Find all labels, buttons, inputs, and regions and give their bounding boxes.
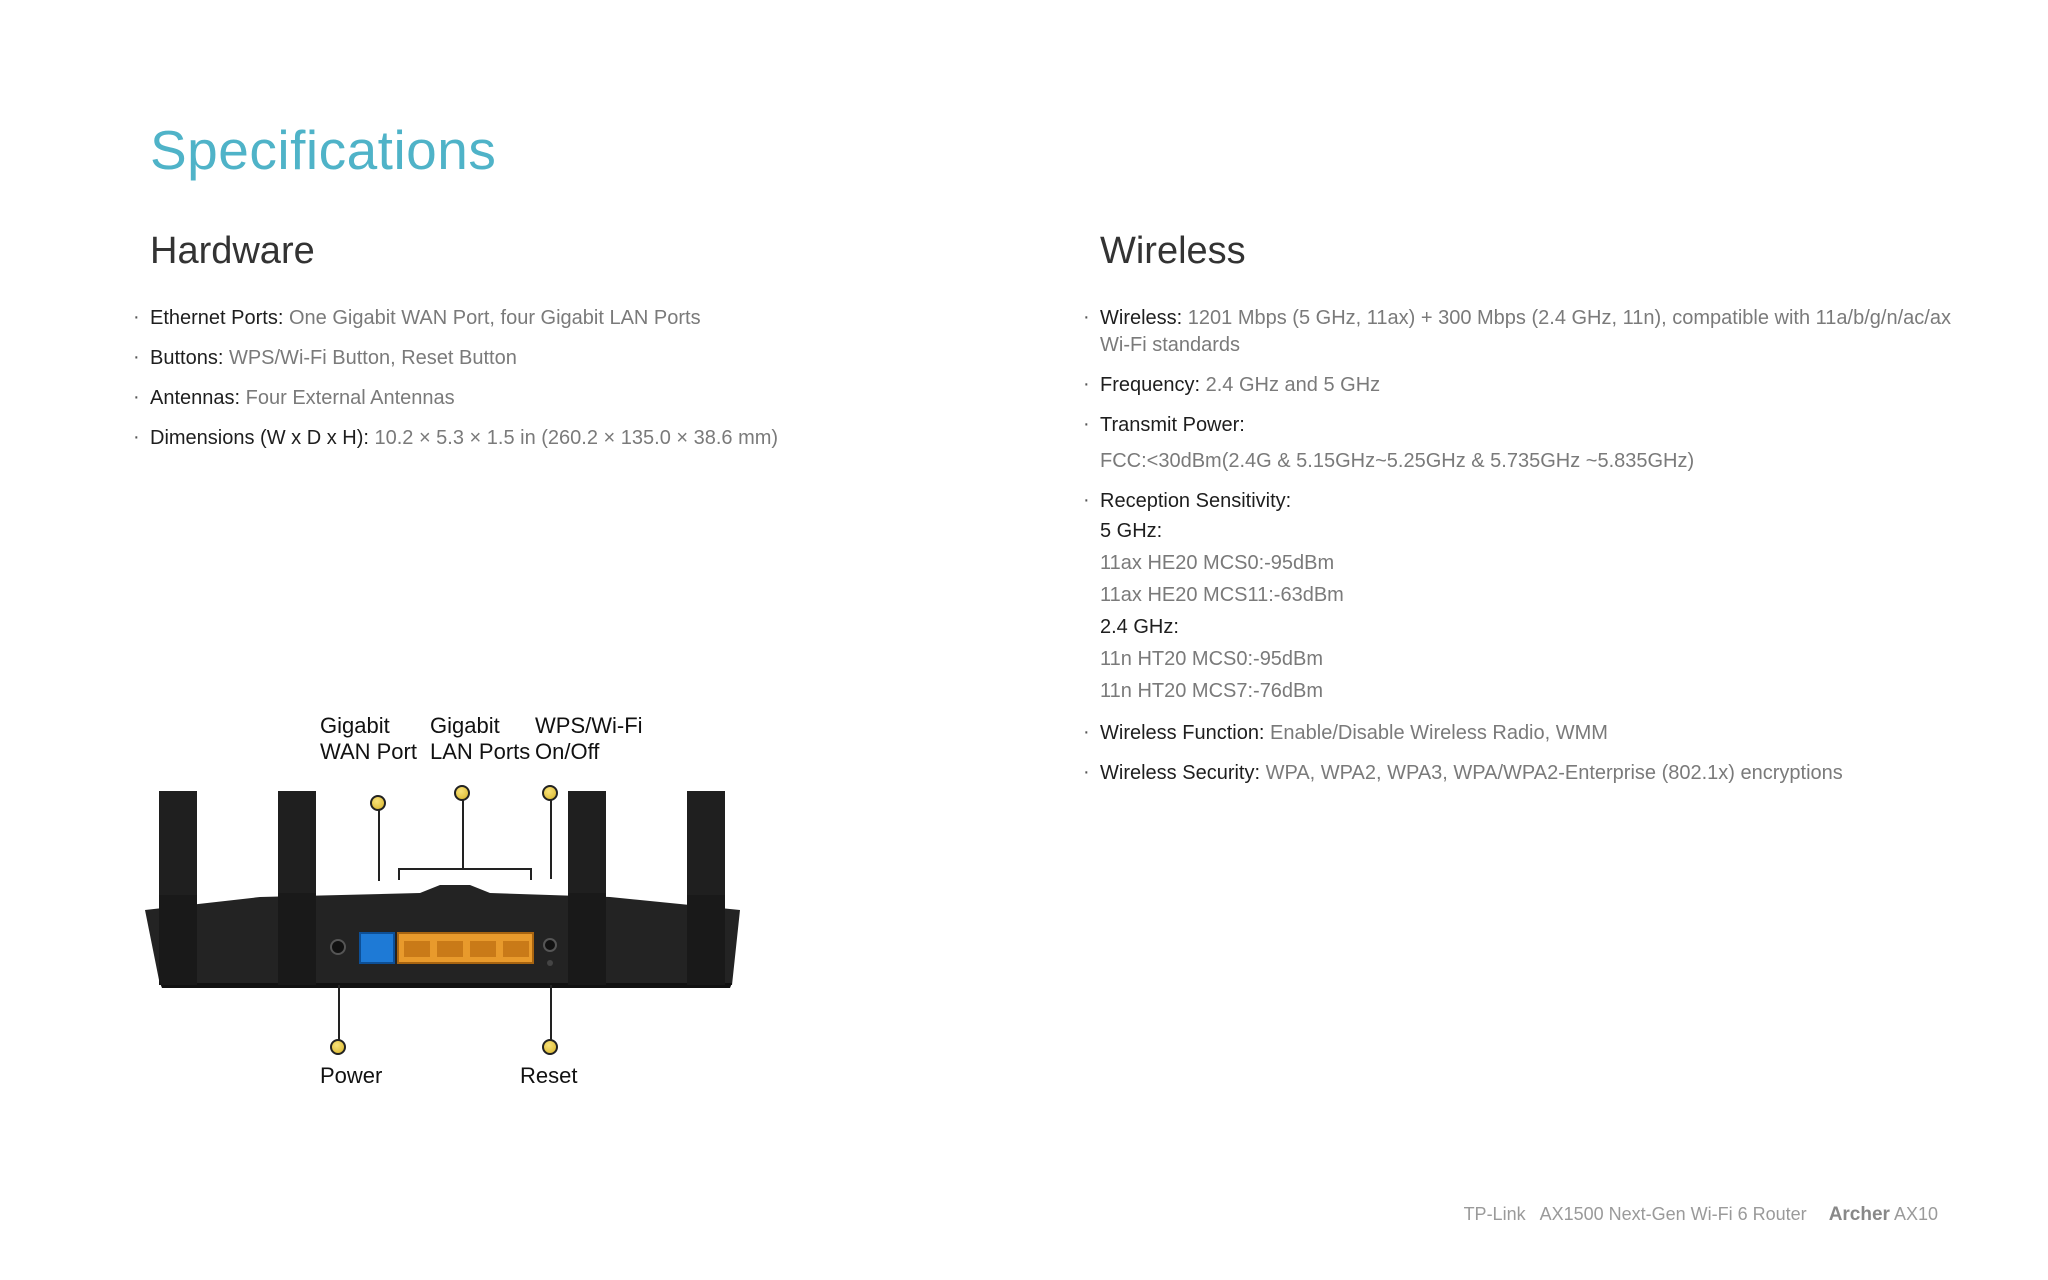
- spec-value: 10.2 × 5.3 × 1.5 in (260.2 × 135.0 × 38.…: [368, 427, 779, 449]
- wan-port: [359, 932, 395, 964]
- spec-ethernet-ports: Ethernet Ports: One Gigabit WAN Port, fo…: [133, 304, 1010, 332]
- wireless-section: Wireless Wireless: 1201 Mbps (5 GHz, 11a…: [1083, 230, 1960, 800]
- spec-value: Enable/Disable Wireless Radio, WMM: [1264, 722, 1608, 744]
- wireless-heading: Wireless: [1100, 230, 1246, 272]
- reset-marker: [542, 1039, 558, 1055]
- spec-value: Four External Antennas: [240, 387, 455, 409]
- spec-label: Wireless Function:: [1100, 722, 1265, 744]
- spec-value: 2.4 GHz and 5 GHz: [1200, 374, 1381, 396]
- footer-company: TP-Link: [1463, 1204, 1526, 1224]
- spec-label: Ethernet Ports:: [150, 307, 284, 329]
- spec-dimensions: Dimensions (W x D x H): 10.2 × 5.3 × 1.5…: [133, 424, 1010, 452]
- footer-model-number: AX10: [1893, 1204, 1938, 1224]
- callout-power: Power: [320, 1063, 383, 1088]
- band-label-2-4ghz: 2.4 GHz:: [1100, 616, 1179, 638]
- spec-value: One Gigabit WAN Port, four Gigabit LAN P…: [283, 307, 701, 329]
- wps-button-marker: [542, 785, 558, 801]
- sensitivity-line: 11ax HE20 MCS0:-95dBm: [1100, 552, 1335, 574]
- lan-ports-marker: [454, 785, 470, 801]
- footer-product: AX1500 Next-Gen Wi-Fi 6 Router: [1539, 1204, 1807, 1224]
- wps-button: [543, 938, 557, 952]
- hardware-heading: Hardware: [150, 230, 315, 272]
- sensitivity-line: 11n HT20 MCS0:-95dBm: [1100, 648, 1324, 670]
- page-title: Specifications: [150, 119, 497, 181]
- spec-wireless-function: Wireless Function: Enable/Disable Wirele…: [1083, 719, 1960, 747]
- spec-reception-sensitivity: Reception Sensitivity: 5 GHz: 11ax HE20 …: [1083, 487, 1960, 707]
- sensitivity-line: 11n HT20 MCS7:-76dBm: [1100, 680, 1324, 702]
- spec-value: 1201 Mbps (5 GHz, 11ax) + 300 Mbps (2.4 …: [1100, 307, 1951, 356]
- spec-label: Reception Sensitivity:: [1100, 490, 1292, 512]
- spec-label: Frequency:: [1100, 374, 1201, 396]
- spec-wireless-security: Wireless Security: WPA, WPA2, WPA3, WPA/…: [1083, 759, 1960, 787]
- spec-label: Buttons:: [150, 347, 224, 369]
- spec-wireless: Wireless: 1201 Mbps (5 GHz, 11ax) + 300 …: [1083, 304, 1960, 359]
- footer-model: Archer AX10: [1829, 1204, 1938, 1226]
- hardware-section: Hardware Ethernet Ports: One Gigabit WAN…: [133, 230, 1010, 465]
- spec-buttons: Buttons: WPS/Wi-Fi Button, Reset Button: [133, 344, 1010, 372]
- callout-reset: Reset: [520, 1063, 578, 1088]
- router-illustration: [145, 791, 740, 988]
- wan-port-marker: [370, 795, 386, 811]
- spec-frequency: Frequency: 2.4 GHz and 5 GHz: [1083, 371, 1960, 399]
- spec-label: Transmit Power:: [1100, 414, 1245, 436]
- spec-detail: FCC:<30dBm(2.4G & 5.15GHz~5.25GHz & 5.73…: [1100, 450, 1695, 472]
- wireless-spec-list: Wireless: 1201 Mbps (5 GHz, 11ax) + 300 …: [1083, 304, 1960, 787]
- spec-label: Dimensions (W x D x H):: [150, 427, 369, 449]
- sensitivity-line: 11ax HE20 MCS11:-63dBm: [1100, 584, 1344, 606]
- spec-value: WPS/Wi-Fi Button, Reset Button: [223, 347, 517, 369]
- spec-value: WPA, WPA2, WPA3, WPA/WPA2-Enterprise (80…: [1260, 762, 1843, 784]
- power-jack: [330, 939, 346, 955]
- spec-label: Wireless:: [1100, 307, 1183, 329]
- band-label-5ghz: 5 GHz:: [1100, 520, 1163, 542]
- spec-antennas: Antennas: Four External Antennas: [133, 384, 1010, 412]
- footer: TP-Link AX1500 Next-Gen Wi-Fi 6 Router A…: [1464, 1204, 1938, 1226]
- spec-label: Wireless Security:: [1100, 762, 1261, 784]
- spec-label: Antennas:: [150, 387, 241, 409]
- footer-brand-logo: Archer: [1828, 1204, 1890, 1225]
- spec-transmit-power: Transmit Power: FCC:<30dBm(2.4G & 5.15GH…: [1083, 411, 1960, 475]
- reset-hole: [547, 960, 553, 966]
- power-marker: [330, 1039, 346, 1055]
- hardware-spec-list: Ethernet Ports: One Gigabit WAN Port, fo…: [133, 304, 1010, 452]
